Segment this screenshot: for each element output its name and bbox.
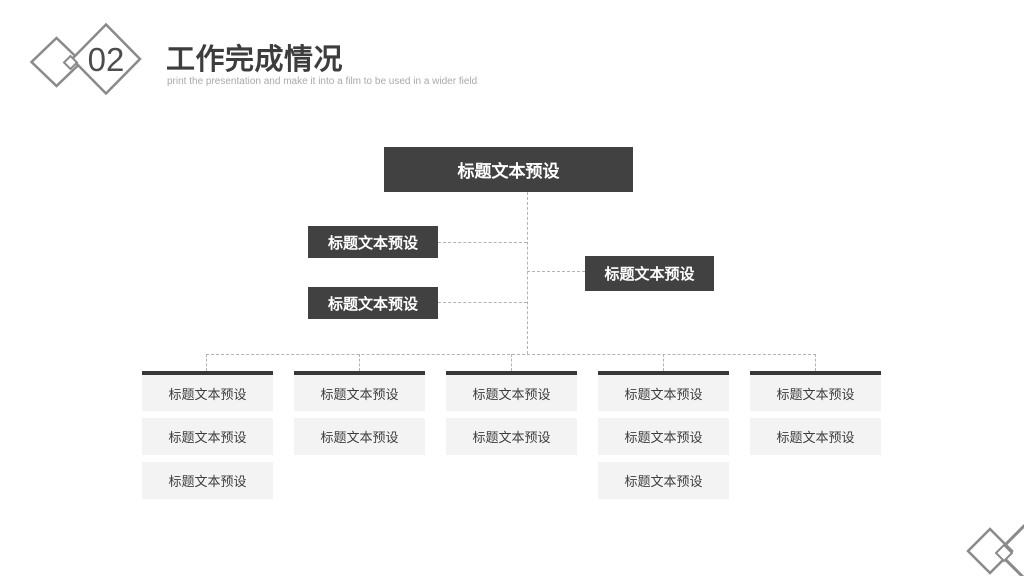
- grid-cell: 标题文本预设: [750, 371, 881, 411]
- grid-column-2: 标题文本预设 标题文本预设: [294, 371, 425, 462]
- page-subtitle: print the presentation and make it into …: [167, 76, 478, 87]
- grid-column-5: 标题文本预设 标题文本预设: [750, 371, 881, 462]
- org-root-node: 标题文本预设: [384, 141, 635, 192]
- connector-branch-right: [527, 271, 585, 272]
- connector-branch-left-2: [438, 302, 527, 303]
- connector-grid-stub-1: [206, 354, 207, 371]
- org-branch-left-node-2: 标题文本预设: [308, 281, 440, 319]
- large-diamond-outline-icon: [995, 523, 1024, 576]
- connector-grid-stub-5: [815, 354, 816, 371]
- grid-column-1: 标题文本预设 标题文本预设 标题文本预设: [142, 371, 273, 506]
- grid-column-4: 标题文本预设 标题文本预设 标题文本预设: [598, 371, 729, 506]
- grid-cell: 标题文本预设: [294, 418, 425, 455]
- grid-cell: 标题文本预设: [598, 418, 729, 455]
- header-diamond-decoration: [29, 22, 142, 96]
- page-title: 工作完成情况: [166, 44, 344, 76]
- medium-diamond-outline-icon: [966, 527, 1014, 575]
- grid-column-3: 标题文本预设 标题文本预设: [446, 371, 577, 462]
- connector-grid-stub-4: [663, 354, 664, 371]
- grid-cell: 标题文本预设: [446, 371, 577, 411]
- tiny-diamond-icon: [62, 54, 79, 71]
- connector-grid-stub-2: [359, 354, 360, 371]
- org-branch-right-node: 标题文本预设: [585, 250, 716, 291]
- section-number: 02: [87, 41, 125, 78]
- grid-cell: 标题文本预设: [598, 462, 729, 499]
- corner-diamond-decoration: [966, 523, 1024, 576]
- grid-cell: 标题文本预设: [142, 371, 273, 411]
- large-diamond-outline-icon: [70, 22, 142, 96]
- grid-cell: 标题文本预设: [294, 371, 425, 411]
- grid-cell: 标题文本预设: [750, 418, 881, 455]
- connector-grid-stub-3: [511, 354, 512, 371]
- org-branch-left-node-1: 标题文本预设: [308, 220, 440, 258]
- connector-root-vertical: [527, 192, 528, 354]
- tiny-diamond-icon: [994, 543, 1014, 563]
- connector-branch-left-1: [438, 242, 527, 243]
- grid-cell: 标题文本预设: [142, 418, 273, 455]
- grid-cell: 标题文本预设: [598, 371, 729, 411]
- grid-cell: 标题文本预设: [446, 418, 577, 455]
- grid-cell: 标题文本预设: [142, 462, 273, 499]
